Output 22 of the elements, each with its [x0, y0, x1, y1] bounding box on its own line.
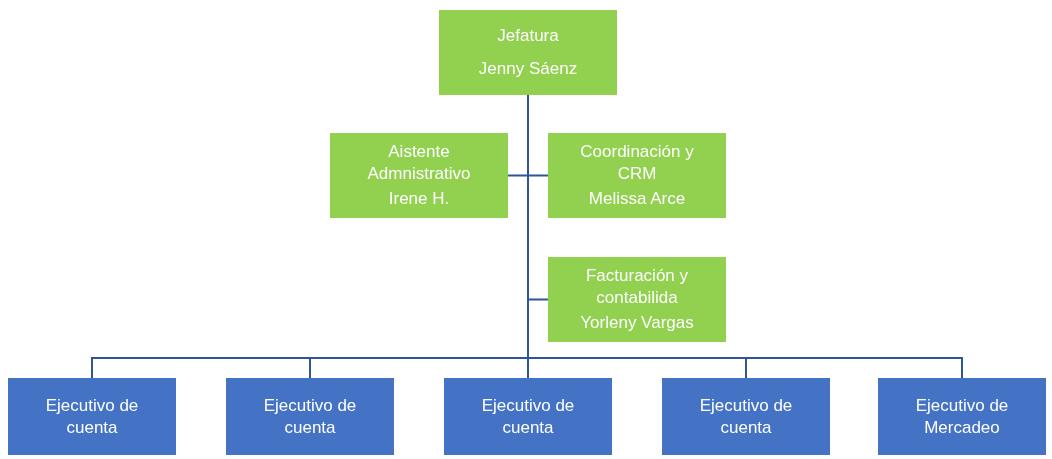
org-box — [439, 10, 617, 95]
person-name: Irene H. — [388, 188, 450, 211]
role-title: Aistente Admnistrativo — [366, 140, 472, 185]
org-box — [548, 133, 726, 218]
role-title: Ejecutivo de Mercadeo — [914, 394, 1010, 439]
person-name: Jenny Sáenz — [478, 58, 578, 80]
org-box — [444, 378, 612, 455]
org-box — [8, 378, 176, 455]
org-box — [548, 257, 726, 342]
role-title: Ejecutivo de cuenta — [698, 394, 794, 439]
person-name: Melissa Arce — [588, 188, 686, 211]
role-title: Coordinación y CRM — [579, 140, 695, 185]
org-box — [226, 378, 394, 455]
role-title: Facturación y contabilida — [584, 264, 689, 309]
org-box — [878, 378, 1046, 455]
org-box — [662, 378, 830, 455]
person-name: Yorleny Vargas — [580, 312, 694, 335]
role-title: Ejecutivo de cuenta — [262, 394, 358, 439]
role-title: Jefatura — [497, 25, 559, 47]
role-title: Ejecutivo de cuenta — [44, 394, 140, 439]
org-box — [330, 133, 508, 218]
role-title: Ejecutivo de cuenta — [480, 394, 576, 439]
